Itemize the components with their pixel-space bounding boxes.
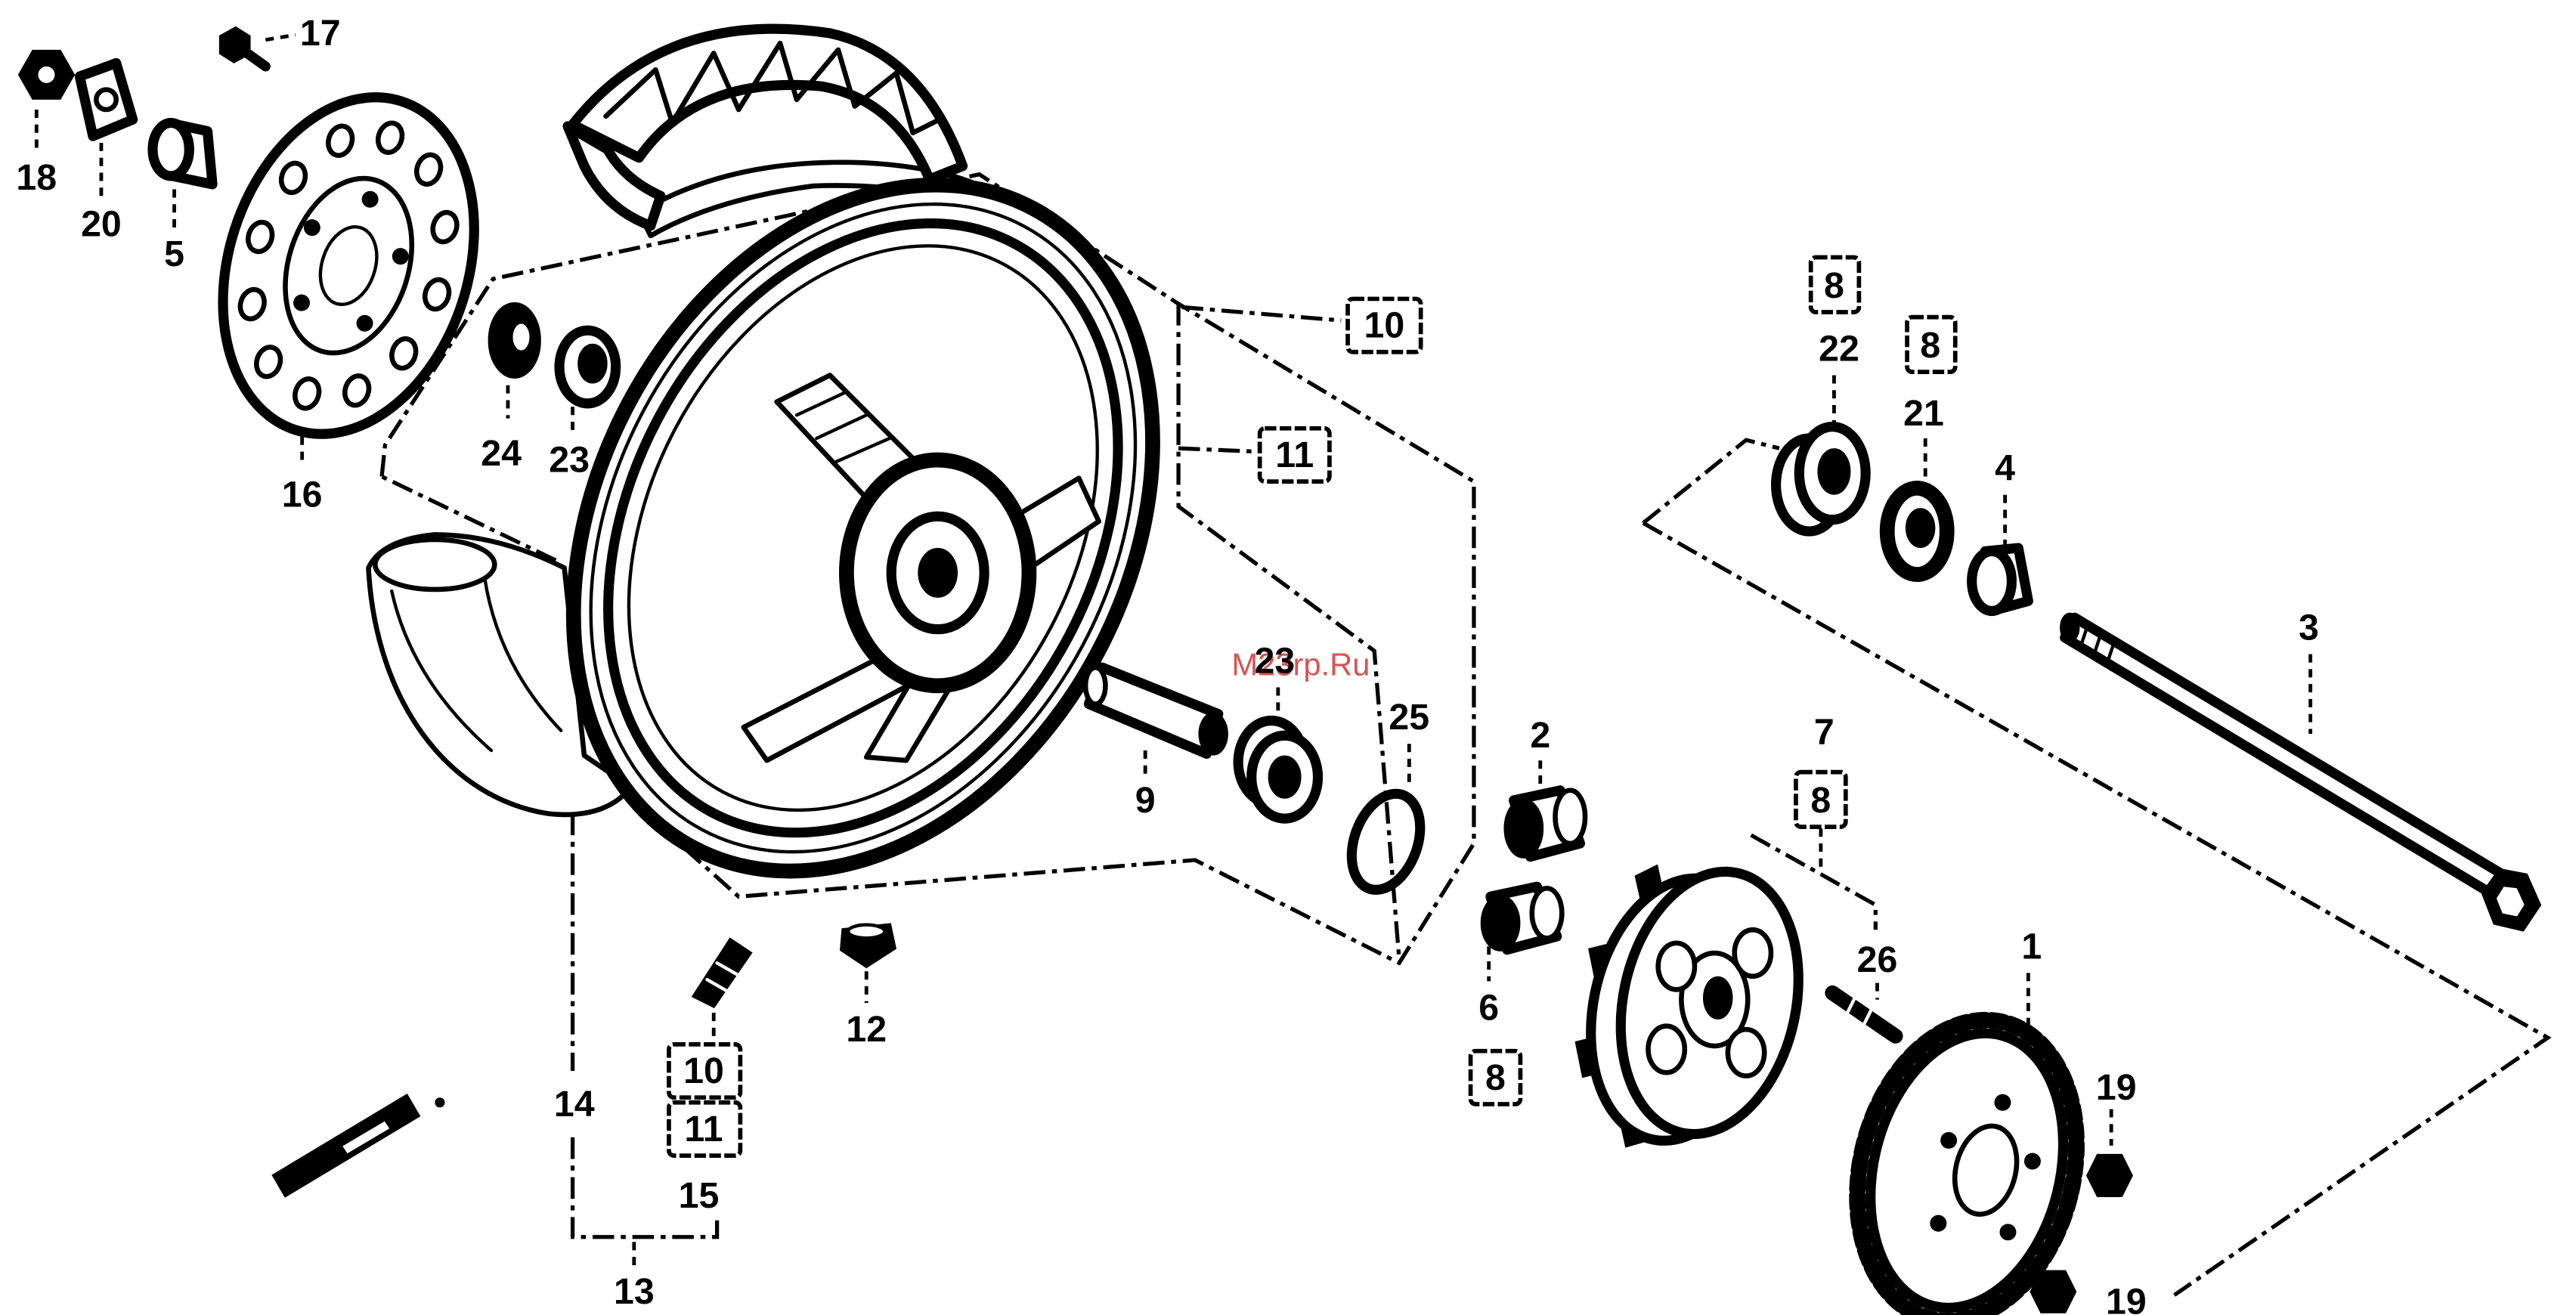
- callout-15: 15: [679, 1175, 720, 1216]
- watermark: M23rp.Ru: [1231, 646, 1370, 682]
- carrier-pin: [1658, 943, 1695, 990]
- sprocket-bolt-hole: [2024, 1153, 2040, 1169]
- nut-18: [20, 51, 73, 98]
- callout-21: 21: [1903, 393, 1944, 434]
- hub-bore: [920, 549, 956, 596]
- damper-6: [1482, 886, 1562, 949]
- damper-end: [1482, 896, 1519, 949]
- disc-bolt-hole: [362, 191, 379, 208]
- callout-24: 24: [481, 433, 522, 474]
- bearing-race: [511, 322, 531, 352]
- bearing-race: [579, 345, 605, 382]
- callout-2: 2: [1530, 715, 1550, 756]
- bearing-race: [1270, 757, 1300, 797]
- collar-4: [1972, 548, 2029, 611]
- bearing-21: [1887, 488, 1947, 574]
- boxed-callout-label: 11: [1275, 435, 1314, 475]
- hex-nut-19-lower: [2032, 1272, 2075, 1312]
- bearing-23-left: [559, 330, 616, 404]
- boxed-callout-10-top: 10: [1348, 299, 1421, 351]
- boxed-callout-label: 8: [1920, 325, 1940, 366]
- callout-19-upper: 19: [2096, 1067, 2137, 1108]
- boxed-callout-8-bearing-22: 8: [1811, 258, 1859, 313]
- callout-12: 12: [846, 1009, 887, 1050]
- callout-23-left: 23: [549, 440, 590, 481]
- tire-lower-opening: [375, 540, 494, 589]
- sprocket-bolt-hole: [2000, 1224, 2016, 1240]
- hex-nut-19-upper: [2088, 1156, 2131, 1196]
- damper-2: [1506, 791, 1585, 857]
- bearing-race: [1819, 450, 1850, 493]
- callout-14: 14: [554, 1084, 595, 1125]
- callout-26: 26: [1857, 939, 1898, 980]
- callout-20: 20: [81, 204, 122, 245]
- damper-far-end: [1532, 888, 1562, 938]
- nut-bore: [36, 65, 56, 85]
- boxed-callout-8-bearing-21: 8: [1907, 317, 1955, 373]
- damper-end: [1506, 800, 1542, 857]
- mark-dot: [437, 1099, 444, 1106]
- boxed-callout-label: 11: [685, 1109, 723, 1149]
- collar-end: [1972, 551, 2012, 611]
- boxed-callout-8-carrier: 8: [1796, 772, 1846, 828]
- callout-17: 17: [300, 13, 341, 54]
- carrier-pin: [1735, 930, 1771, 976]
- carrier-pin: [1728, 1029, 1764, 1076]
- callout-16: 16: [282, 475, 323, 515]
- callout-23-right: 23: [1255, 640, 1296, 681]
- disc-bolt-hole: [392, 248, 409, 265]
- bearing-24: [490, 304, 540, 377]
- carrier-pin: [1649, 1026, 1685, 1073]
- damper-far-end: [1556, 791, 1586, 843]
- boxed-callout-10-bottom: 10: [669, 1044, 740, 1097]
- boxed-callout-label: 10: [683, 1050, 724, 1091]
- boxed-callout-8-damper: 8: [1471, 1051, 1521, 1104]
- callout-22: 22: [1819, 328, 1859, 369]
- boxed-callout-label: 8: [1810, 780, 1831, 821]
- callout-5: 5: [164, 234, 184, 274]
- disc-bolt-hole: [304, 219, 320, 236]
- callout-18: 18: [16, 157, 57, 198]
- axle-tip: [2061, 614, 2078, 641]
- sprocket-bolt-hole: [1940, 1132, 1956, 1148]
- callout-19-lower: 19: [2106, 1281, 2147, 1315]
- callout-7: 7: [1814, 712, 1834, 753]
- cap-top: [848, 925, 884, 939]
- boxed-callout-11-top: 11: [1260, 429, 1330, 481]
- boxed-callout-label: 8: [1485, 1057, 1506, 1098]
- callout-13: 13: [614, 1271, 655, 1312]
- sprocket-bolt-hole: [1995, 1094, 2011, 1110]
- bearing-22: [1776, 427, 1866, 531]
- callout-4: 4: [1995, 448, 2015, 489]
- collar-end: [1200, 714, 1227, 754]
- callout-6: 6: [1478, 988, 1499, 1029]
- bearing-race: [1907, 509, 1934, 546]
- collar-5: [153, 123, 212, 184]
- disc-bolt-hole: [356, 315, 373, 332]
- callout-25: 25: [1389, 697, 1429, 738]
- boxed-callout-11-bottom: 11: [669, 1103, 740, 1156]
- plate-hole: [96, 90, 116, 110]
- carrier-bore: [1704, 978, 1731, 1018]
- callout-3: 3: [2299, 607, 2319, 648]
- boxed-callout-label: 8: [1824, 265, 1844, 306]
- callout-1: 1: [2021, 926, 2042, 967]
- disc-bolt-hole: [293, 295, 310, 311]
- collar-end: [153, 123, 189, 176]
- collar-far-end: [1085, 667, 1105, 704]
- boxed-callout-label: 10: [1364, 305, 1404, 346]
- sprocket-bolt-hole: [1930, 1215, 1946, 1231]
- callout-9: 9: [1135, 780, 1156, 821]
